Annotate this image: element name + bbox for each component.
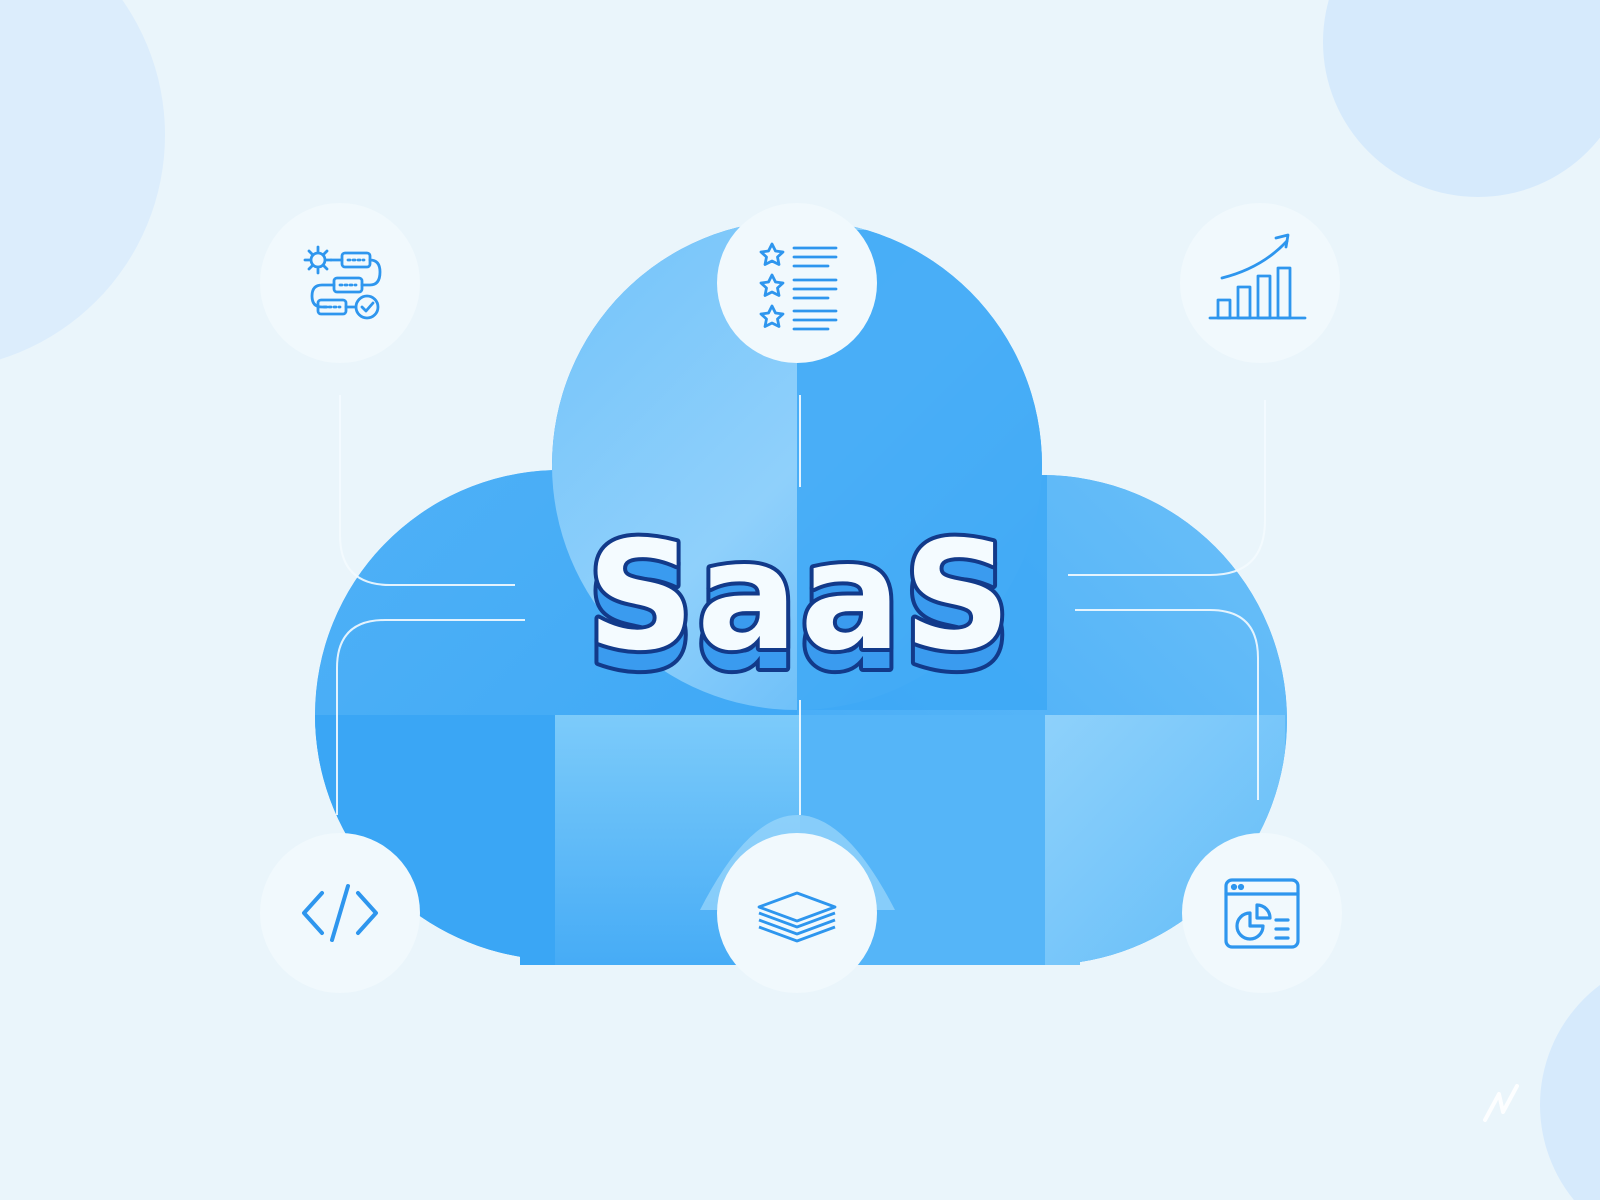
- badge-bottom-center: [717, 833, 877, 993]
- star-rating-list-icon: [759, 242, 838, 331]
- badge-bottom-left: [260, 833, 420, 993]
- background-circle-left: [0, 0, 165, 360]
- saas-title: SaaS SaaS: [583, 506, 1016, 708]
- workflow-gear-check-icon: [303, 245, 382, 320]
- badge-top-left: [260, 203, 420, 363]
- brand-logo-mark: [1483, 1084, 1519, 1122]
- background-circle-bottom-right: [1540, 985, 1600, 1200]
- badge-top-right: [1180, 203, 1340, 363]
- svg-text:SaaS: SaaS: [587, 530, 1014, 704]
- stacked-layers-icon: [757, 891, 837, 943]
- code-brackets-icon: [302, 884, 378, 942]
- connector-lines: [336, 395, 1266, 815]
- analytics-dashboard-icon: [1224, 878, 1300, 949]
- background-circle-top-right: [1323, 0, 1600, 197]
- badge-bottom-right: [1182, 833, 1342, 993]
- growth-bar-chart-icon: [1208, 233, 1307, 320]
- badge-top-center: [717, 203, 877, 363]
- svg-text:SaaS: SaaS: [587, 510, 1014, 684]
